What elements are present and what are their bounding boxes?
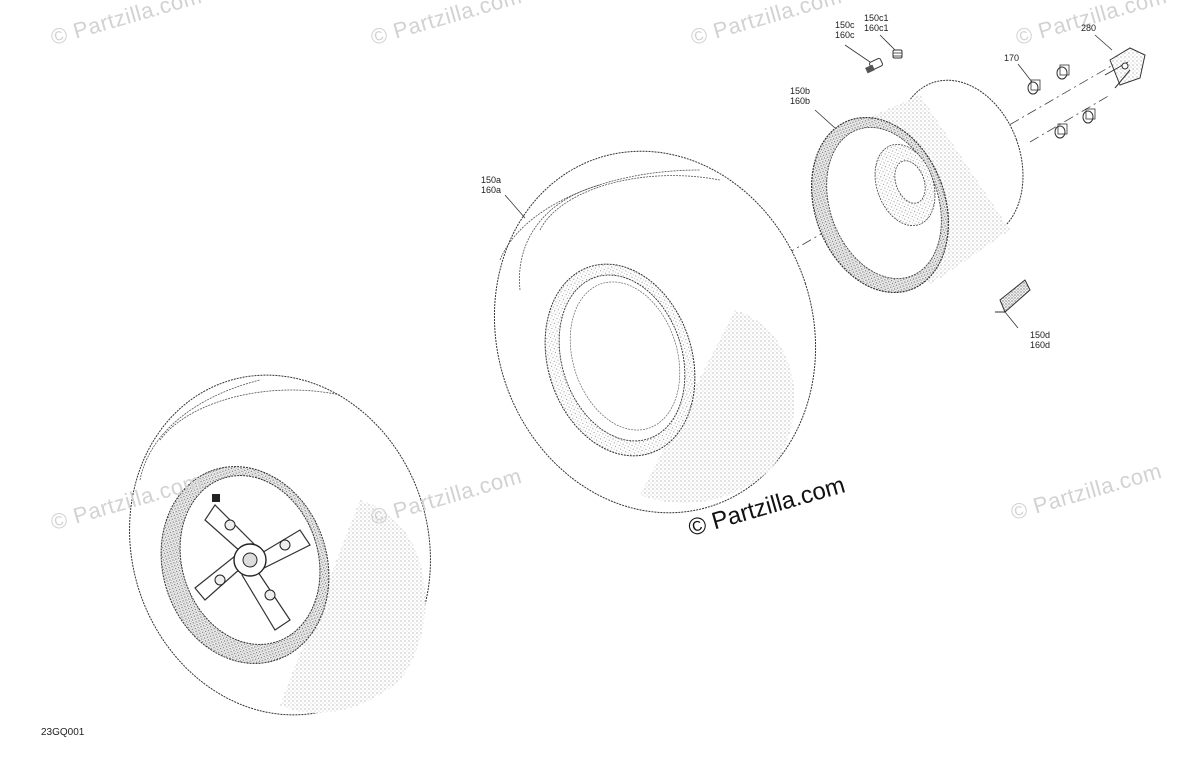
lug-nuts bbox=[1027, 64, 1096, 139]
assembled-wheel bbox=[129, 374, 431, 716]
callout-lug-nut: 170 bbox=[1004, 53, 1020, 63]
callout-hub-cap: 280 bbox=[1081, 23, 1097, 33]
hub-cap bbox=[1104, 47, 1146, 89]
leader-lines bbox=[504, 34, 1113, 329]
valve-cap bbox=[892, 49, 903, 59]
exploded-axis-line-2 bbox=[1029, 94, 1111, 143]
rim bbox=[811, 79, 1024, 294]
tire bbox=[493, 150, 817, 514]
wheel-weight bbox=[995, 279, 1031, 313]
diagram-code: 23GQ001 bbox=[41, 727, 85, 738]
valve-stem bbox=[865, 57, 883, 74]
